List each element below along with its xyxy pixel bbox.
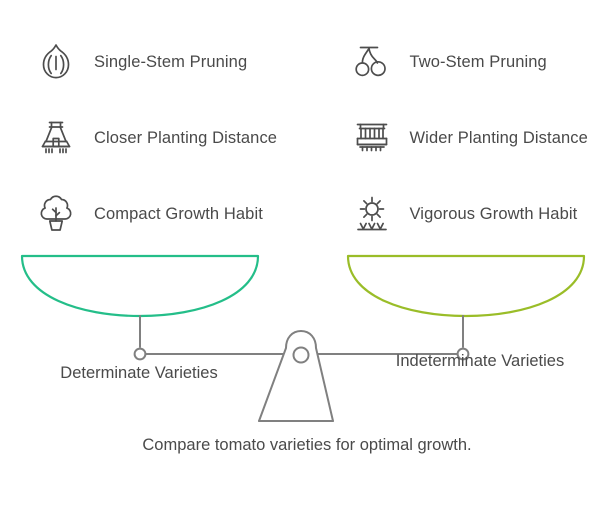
two-stem-cherry-icon [350, 38, 394, 86]
scale-fulcrum [258, 330, 334, 422]
balance-scale [20, 254, 586, 422]
potted-tree-icon [34, 190, 78, 238]
right-scale-pan [346, 254, 586, 348]
right-caption: Indeterminate Varieties [395, 352, 565, 370]
left-pivot [133, 347, 147, 361]
garlic-bulb-icon [34, 38, 78, 86]
feature-compact-growth-habit: Compact Growth Habit [34, 188, 299, 240]
feature-single-stem-pruning: Single-Stem Pruning [34, 36, 299, 88]
feature-closer-planting-distance: Closer Planting Distance [34, 112, 299, 164]
feature-label: Two-Stem Pruning [409, 52, 547, 71]
left-caption: Determinate Varieties [60, 364, 218, 382]
feature-label: Vigorous Growth Habit [409, 204, 578, 223]
wide-planting-bench-icon [350, 114, 394, 162]
feature-label: Compact Growth Habit [94, 204, 263, 223]
feature-two-stem-pruning: Two-Stem Pruning [350, 36, 614, 88]
feature-label: Wider Planting Distance [409, 128, 588, 147]
feature-label: Closer Planting Distance [94, 128, 278, 147]
feature-label: Single-Stem Pruning [94, 52, 248, 71]
center-pivot [292, 346, 310, 364]
footer-note: Compare tomato varieties for optimal gro… [142, 436, 472, 454]
narrow-planting-frame-icon [34, 114, 78, 162]
feature-columns: Single-Stem Pruning [0, 36, 614, 240]
indeterminate-column: Two-Stem Pruning Wid [0, 36, 614, 240]
left-scale-pan [20, 254, 260, 348]
feature-vigorous-growth-habit: Vigorous Growth Habit [350, 188, 614, 240]
determinate-column: Single-Stem Pruning [0, 36, 299, 240]
sun-over-sprouts-icon [350, 190, 394, 238]
right-pivot [456, 347, 470, 361]
feature-wider-planting-distance: Wider Planting Distance [350, 112, 614, 164]
